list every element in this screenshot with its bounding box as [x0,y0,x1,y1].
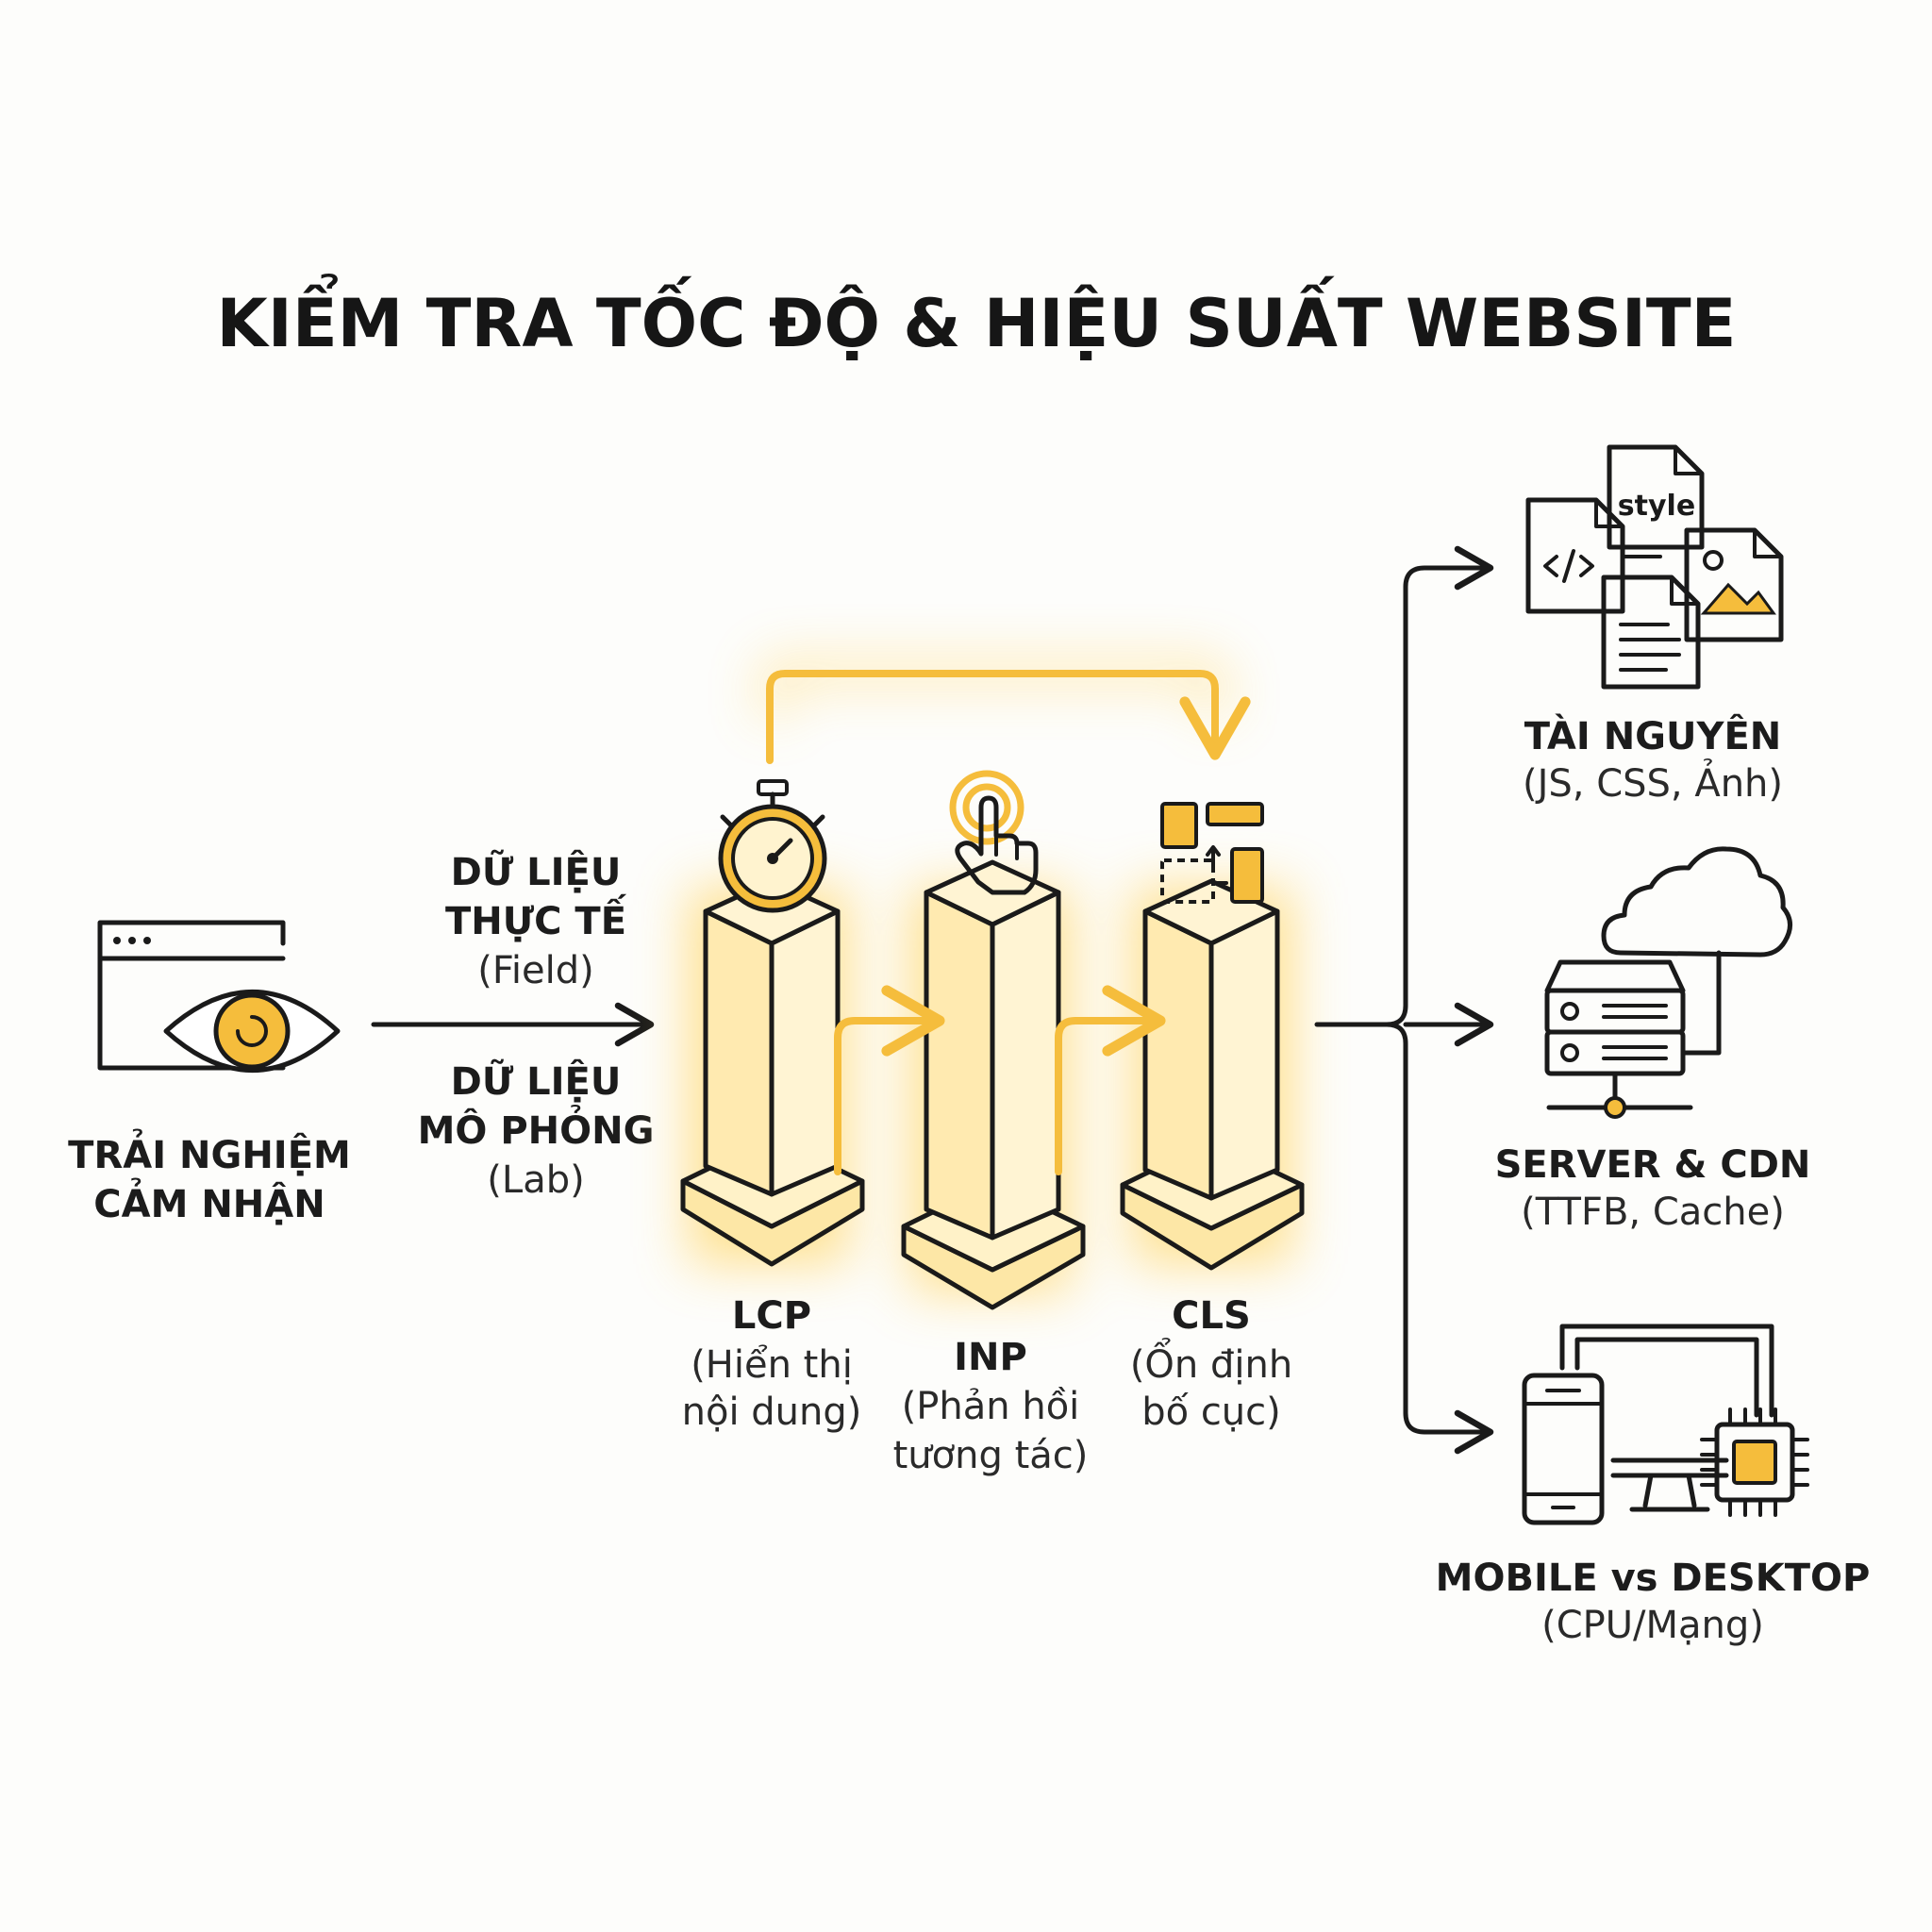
devices-icon [1522,1324,1809,1525]
cls-desc-line1: (Ổn định [1130,1337,1292,1387]
inp-desc-line2: tương tác) [893,1434,1089,1477]
lcp-to-inp-arrow [834,985,945,1175]
style-file-label: style [1618,490,1695,523]
pillar-cls [1120,878,1305,1271]
factor-server-sub: (TTFB, Cache) [1521,1191,1785,1234]
tap-hand-icon [949,770,1039,895]
source-label-line1: TRẢI NGHIỆM [68,1127,351,1177]
lcp-name: LCP [732,1294,811,1338]
inp-to-cls-arrow [1055,985,1166,1175]
lcp-desc-line1: (Hiển thị [691,1343,853,1387]
files-icon: style [1525,444,1784,690]
branch-connector [1314,545,1494,1455]
lab-label-line2: MÔ PHỎNG [418,1103,655,1153]
factor-server-title: SERVER & CDN [1495,1143,1811,1187]
inp-name: INP [954,1336,1027,1379]
factor-resources-sub: (JS, CSS, Ảnh) [1523,758,1783,806]
cls-name: CLS [1172,1294,1251,1338]
pillar-inp [901,859,1086,1310]
server-cloud-icon [1544,846,1792,1119]
browser-eye-icon [97,920,341,1073]
factor-resources-title: TÀI NGUYÊN [1524,713,1782,758]
layout-shift-icon [1160,802,1264,904]
field-label-line3: (Field) [477,949,594,992]
lab-label-line1: DỮ LIỆU [451,1058,622,1104]
cls-desc-line2: bố cục) [1141,1391,1281,1434]
page-title: KIỂM TRA TỐC ĐỘ & HIỆU SUẤT WEBSITE [217,275,1737,362]
field-label-line1: DỮ LIỆU [451,849,622,894]
field-label-line2: THỰC TẾ [445,892,627,943]
lcp-to-cls-arrow [766,670,1251,764]
source-label-line2: CẢM NHẬN [93,1176,325,1226]
stopwatch-icon [718,779,827,913]
factor-devices-sub: (CPU/Mạng) [1541,1604,1764,1647]
inp-desc-line1: (Phản hồi [902,1385,1080,1428]
lcp-desc-line2: nội dung) [682,1391,862,1434]
lab-label-line3: (Lab) [487,1158,584,1202]
factor-devices-title: MOBILE vs DESKTOP [1436,1557,1871,1600]
